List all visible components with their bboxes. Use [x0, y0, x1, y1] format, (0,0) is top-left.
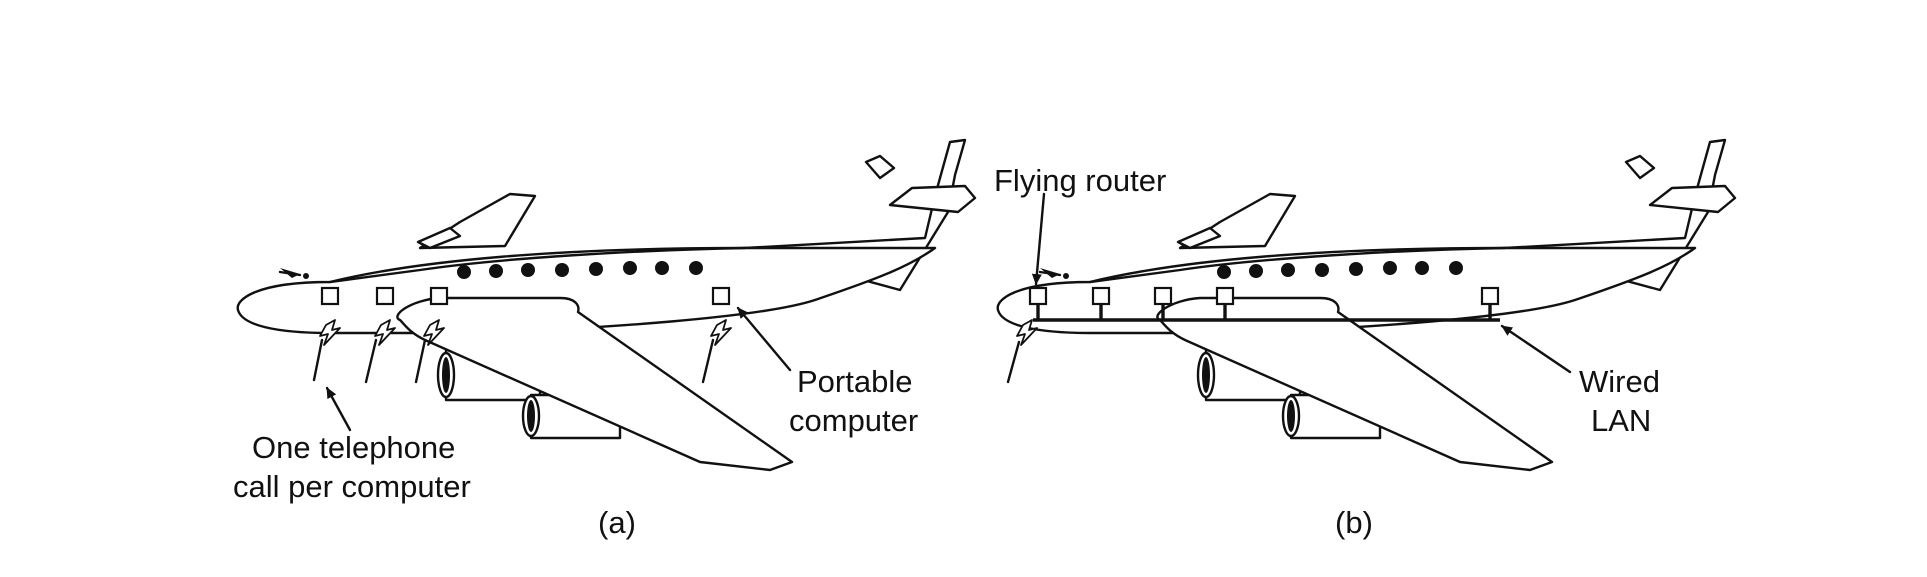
label-lan-line2: LAN	[1591, 403, 1651, 438]
label-portable-line2: computer	[789, 403, 918, 438]
panel-a-windows	[457, 261, 703, 279]
computer-icon	[320, 286, 340, 306]
arrow-portable	[736, 306, 792, 372]
computer-icon	[429, 286, 449, 306]
computer-icon	[375, 286, 395, 306]
panel-b-cockpit-icon	[1040, 268, 1069, 279]
panel-a-wireless-links	[312, 319, 732, 384]
panel-a-cockpit-icon	[280, 268, 309, 279]
computer-icon	[711, 286, 731, 306]
lightning-icon	[319, 319, 341, 346]
lightning-icon	[423, 319, 445, 346]
panel-b-computers	[1028, 286, 1500, 306]
arrow-telephone	[325, 386, 352, 432]
computer-icon	[1215, 286, 1235, 306]
lightning-icon	[710, 319, 732, 346]
computer-icon	[1153, 286, 1173, 306]
panel-b-router-uplink	[1006, 319, 1038, 384]
label-router: Flying router	[994, 163, 1166, 198]
panel-b-windows	[1217, 261, 1463, 279]
lightning-icon	[374, 319, 396, 346]
lightning-icon	[1016, 319, 1038, 346]
computer-icon	[1091, 286, 1111, 306]
label-portable-line1: Portable	[797, 364, 912, 399]
panel-b-wired-lan	[1033, 304, 1500, 322]
arrow-router	[1031, 192, 1046, 286]
caption-a: (a)	[598, 505, 636, 540]
label-lan-line1: Wired	[1579, 364, 1660, 399]
computer-icon	[1480, 286, 1500, 306]
arrow-lan	[1500, 324, 1572, 374]
label-telephone-line1: One telephone	[252, 430, 455, 465]
router-icon	[1028, 286, 1048, 306]
label-telephone-line2: call per computer	[233, 469, 471, 504]
caption-b: (b)	[1335, 505, 1373, 540]
panel-a-computers	[320, 286, 731, 306]
